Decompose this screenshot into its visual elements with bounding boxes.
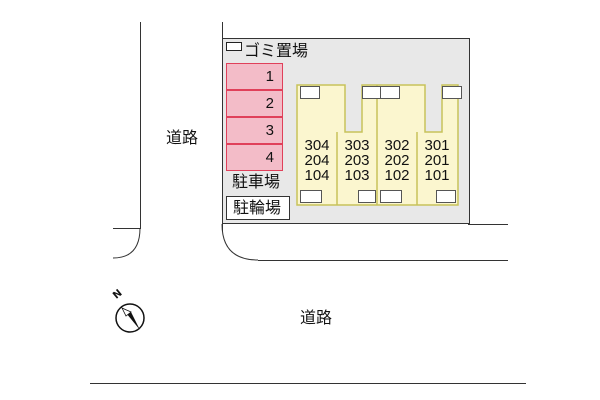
- room-number: 303: [344, 137, 370, 154]
- road-label-bottom: 道路: [300, 308, 333, 327]
- bicycle-parking-label: 駐輪場: [233, 198, 282, 217]
- room-number: 302: [384, 137, 410, 154]
- garbage-area-label: ゴミ置場: [244, 41, 309, 60]
- bicycle-parking: 駐輪場: [226, 196, 290, 220]
- unit-balcony-bottom: [436, 190, 456, 203]
- room-number: 202: [384, 152, 410, 169]
- unit-entrance-top: [380, 86, 400, 99]
- room-number: 102: [384, 167, 410, 184]
- map-baseline: [90, 383, 526, 384]
- left-road-corner: [112, 227, 141, 259]
- unit-column-303: 303 203 103: [338, 138, 376, 183]
- road-label-left: 道路: [166, 128, 199, 147]
- compass-ring: [115, 303, 145, 333]
- unit-column-304: 304 204 104: [298, 138, 336, 183]
- site-road-bottom-edge: [468, 224, 508, 225]
- left-road-top-edge: [113, 228, 141, 229]
- parking-space-number: 3: [265, 122, 274, 139]
- parking-label: 駐車場: [232, 172, 281, 191]
- unit-balcony-bottom: [300, 190, 322, 203]
- room-number: 203: [344, 152, 370, 169]
- room-number: 301: [424, 137, 450, 154]
- compass-needle-tail: [121, 307, 132, 317]
- parking-space-3: 3: [226, 117, 283, 144]
- north-compass-icon: [115, 303, 145, 333]
- parking-space-4: 4: [226, 144, 283, 171]
- bottom-road-corner: [221, 223, 259, 261]
- unit-balcony-bottom: [358, 190, 376, 203]
- room-number: 304: [304, 137, 330, 154]
- unit-entrance-top: [300, 86, 320, 99]
- garbage-area-marker: [226, 42, 242, 51]
- unit-column-302: 302 202 102: [378, 138, 416, 183]
- unit-balcony-bottom: [380, 190, 402, 203]
- unit-column-301: 301 201 101: [418, 138, 456, 183]
- parking-space-number: 2: [265, 95, 274, 112]
- unit-entrance-top: [442, 86, 462, 99]
- room-number: 201: [424, 152, 450, 169]
- unit-entrance-top: [362, 86, 382, 99]
- parking-space-2: 2: [226, 90, 283, 117]
- parking-space-number: 1: [265, 68, 274, 85]
- room-number: 103: [344, 167, 370, 184]
- bottom-road-edge: [258, 260, 508, 261]
- room-number: 104: [304, 167, 330, 184]
- room-number: 204: [304, 152, 330, 169]
- parking-space-number: 4: [265, 149, 274, 166]
- parking-space-1: 1: [226, 63, 283, 90]
- left-road-edge: [140, 22, 141, 228]
- room-number: 101: [424, 167, 450, 184]
